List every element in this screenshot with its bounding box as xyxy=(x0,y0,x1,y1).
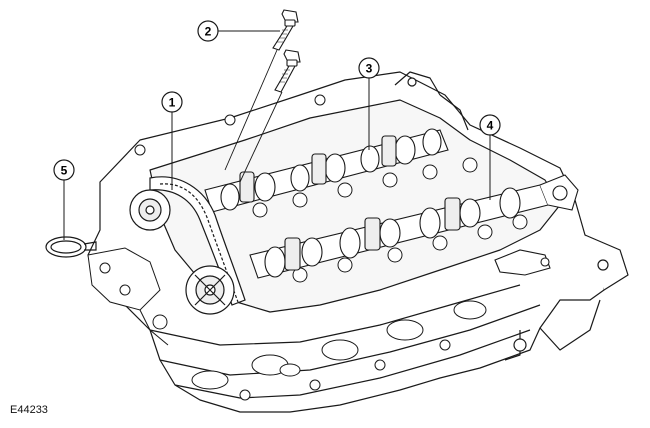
callout-leaders xyxy=(63,30,491,240)
callout-5: 5 xyxy=(53,159,75,181)
camshaft-lower xyxy=(249,174,579,279)
callout-4-label: 4 xyxy=(487,119,494,133)
exhaust-ports xyxy=(191,300,487,401)
callout-2: 2 xyxy=(197,20,219,42)
callout-2-label: 2 xyxy=(205,25,212,39)
timing-chain-guide xyxy=(129,176,246,315)
figure-id: E44233 xyxy=(10,404,48,416)
seal-ring xyxy=(45,236,97,258)
bolt-lower xyxy=(274,49,301,93)
deck-bosses xyxy=(134,94,528,283)
camshaft-upper xyxy=(204,128,449,213)
bolt-guide-lines xyxy=(224,49,283,183)
callout-3-label: 3 xyxy=(366,62,373,76)
callout-5-label: 5 xyxy=(61,164,68,178)
callout-1-label: 1 xyxy=(169,96,176,110)
bolt-upper xyxy=(272,9,299,51)
callout-1: 1 xyxy=(161,91,183,113)
callout-4: 4 xyxy=(479,114,501,136)
callout-3: 3 xyxy=(358,57,380,79)
front-end-housing xyxy=(87,247,169,346)
